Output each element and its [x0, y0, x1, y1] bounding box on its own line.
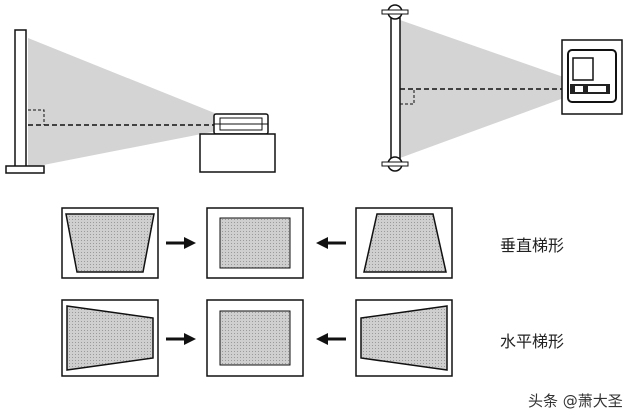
top-view-illustration	[381, 4, 623, 172]
panel-trapezoid	[355, 207, 453, 279]
panel-corrected-rectangle	[206, 207, 304, 279]
arrow-left-icon	[316, 237, 346, 249]
projection-beam	[400, 20, 572, 158]
arrow-left-icon	[316, 333, 346, 345]
panel-right-wide-trapezoid	[355, 299, 453, 377]
watermark: 头条 @萧大圣	[528, 392, 623, 410]
arrow-right-icon	[166, 237, 196, 249]
right-angle-marker	[28, 109, 45, 125]
panel-inverted-trapezoid	[61, 207, 159, 279]
vertical-keystone-row	[61, 207, 453, 279]
projection-beam	[28, 38, 222, 168]
horizontal-keystone-row	[61, 299, 453, 377]
arrow-right-icon	[166, 333, 196, 345]
projector-icon	[213, 113, 269, 135]
screen-pole	[390, 17, 401, 161]
horizontal-keystone-label: 水平梯形	[500, 332, 565, 351]
projector-table	[199, 133, 276, 173]
side-view-illustration	[5, 29, 276, 174]
projector-icon	[561, 39, 623, 115]
panel-corrected-rectangle	[206, 299, 304, 377]
screen-top-cap	[381, 4, 409, 20]
screen-base	[5, 165, 45, 174]
screen-bottom-cap	[381, 156, 409, 172]
screen-pole	[14, 29, 27, 171]
panel-left-wide-trapezoid	[61, 299, 159, 377]
vertical-keystone-label: 垂直梯形	[500, 236, 565, 255]
